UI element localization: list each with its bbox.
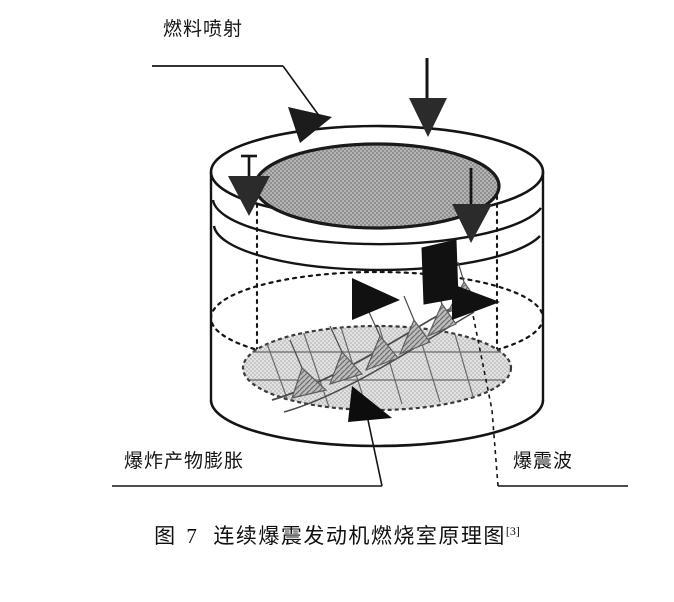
exhaust-arrow-head [348, 386, 392, 422]
wave-flag-3 [364, 334, 399, 372]
lower-disk [241, 324, 513, 412]
wave-flag-2 [329, 350, 364, 385]
leader-fuel-injection-line [282, 65, 321, 118]
chamber-shoulder-rings [211, 199, 542, 272]
rotation-arrows [352, 278, 500, 320]
rotation-arrow-mid-right [452, 284, 500, 320]
leader-lines [112, 65, 628, 487]
rotation-arrow-mid-left [352, 278, 400, 320]
label-fuel-injection: 燃料喷射 [163, 19, 244, 40]
injection-arrow-left-head [228, 176, 270, 216]
helix-baseline [271, 299, 467, 401]
leader-detonation-line [469, 299, 499, 487]
wave-flag-1 [291, 366, 328, 399]
injection-arrow-top-center-head [409, 98, 447, 137]
figure-caption-reference: [3] [505, 524, 520, 538]
figure-caption: 图 7 连续爆震发动机燃烧室原理图[3] [0, 520, 674, 550]
exhaust-arrow-bottom [348, 386, 392, 422]
shoulder-ring-upper [211, 199, 542, 246]
wave-flag-5 [426, 302, 457, 338]
fuel-injection-arrows [228, 58, 492, 243]
leader-expansion-line [367, 419, 383, 487]
label-explosion-product-expansion: 爆炸产物膨胀 [124, 451, 245, 472]
wave-flag-4 [398, 318, 431, 356]
figure-caption-title: 连续爆震发动机燃烧室原理图 [213, 524, 506, 548]
injection-arrow-right-head [452, 204, 492, 243]
cylinder-bottom-arc [209, 399, 545, 448]
injection-arrow-top-left-head [288, 107, 332, 143]
helix-baseline-shadow [283, 311, 475, 413]
figure-caption-number: 图 7 [154, 524, 200, 548]
shoulder-ring-lower [212, 225, 541, 272]
spiral-wave-flags [271, 261, 479, 413]
label-detonation-wave: 爆震波 [513, 451, 574, 472]
